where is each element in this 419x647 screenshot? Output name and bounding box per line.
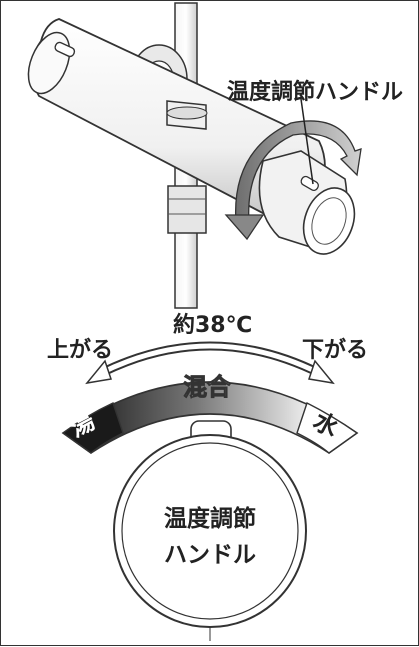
scale-mix-label: 混合 — [183, 373, 232, 402]
direction-up-label: 上がる — [47, 338, 114, 363]
cold-segment — [296, 402, 359, 454]
hot-segment — [61, 402, 124, 454]
handle-label-line1: 温度調節 — [164, 506, 256, 532]
handle-label-line2: ハンドル — [164, 542, 256, 568]
callout-leader — [300, 98, 314, 185]
callout-label: 温度調節ハンドル — [227, 80, 404, 105]
handle-name-label: 温度調節 ハンドル — [130, 501, 290, 573]
rotation-arrow — [234, 120, 362, 224]
handle-circle-inner — [121, 442, 299, 620]
temperature-label: 約38℃ — [173, 313, 253, 338]
direction-down-label: 下がる — [302, 338, 369, 363]
pipe-connector — [167, 185, 207, 234]
